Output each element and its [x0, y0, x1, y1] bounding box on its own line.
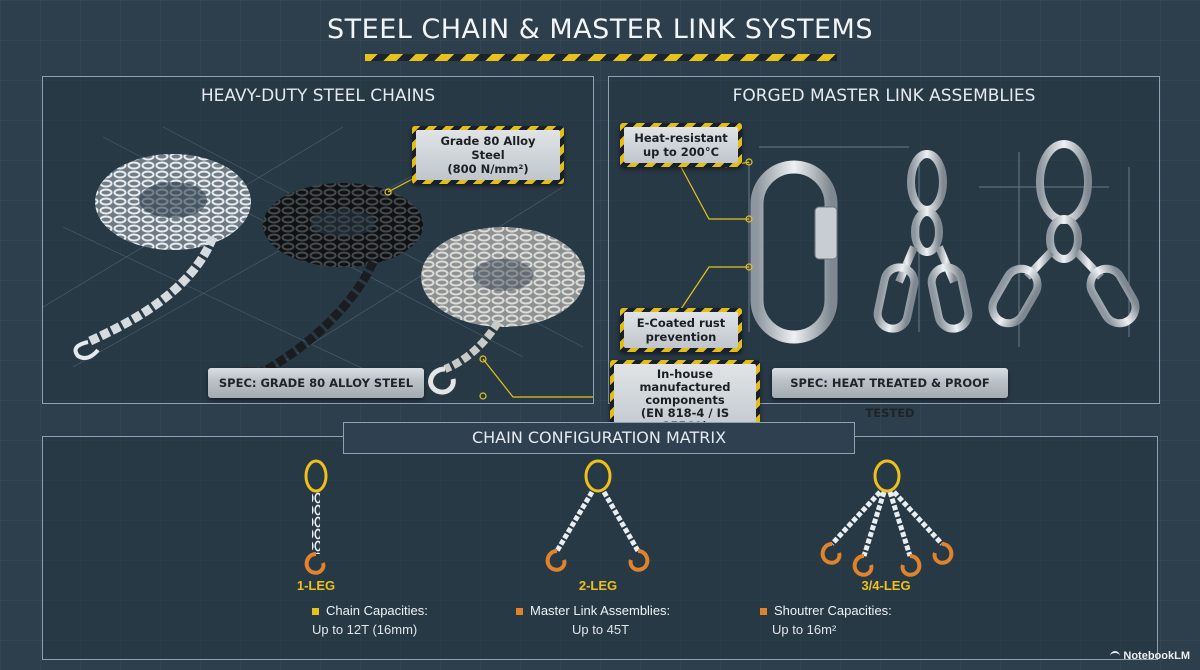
configuration-matrix-panel	[42, 436, 1158, 660]
galvanized-chain	[421, 227, 585, 395]
one-leg-hook-icon	[304, 552, 326, 575]
notebooklm-brand: NotebookLM	[1110, 650, 1190, 662]
chain-capacities-label: Chain Capacities:	[326, 603, 428, 618]
shoutrer-capacities-label: Shoutrer Capacities:	[774, 603, 892, 618]
page-title: STEEL CHAIN & MASTER LINK SYSTEMS	[327, 14, 873, 45]
chains-panel-title: HEAVY-DUTY STEEL CHAINS	[200, 86, 436, 106]
chains-illustration	[43, 126, 593, 400]
brand-label: NotebookLM	[1123, 650, 1190, 662]
four-leg-hook-1-icon	[820, 542, 842, 565]
shoutrer-capacities-value: Up to 16m²	[772, 622, 837, 637]
two-leg-hook-left-icon	[545, 549, 567, 572]
multi-leg-master-link-assembly	[988, 140, 1140, 328]
two-leg-label: 2-LEG	[578, 578, 618, 593]
four-leg-sling	[820, 459, 954, 577]
chain-capacities-value: Up to 12T (16mm)	[312, 622, 418, 637]
yellow-bullet-icon	[312, 608, 319, 616]
one-leg-sling	[304, 459, 328, 575]
oblong-master-link	[750, 160, 838, 344]
orange-bullet-icon	[760, 608, 767, 616]
master-link-assemblies-title: Master Link Assemblies:	[516, 603, 670, 618]
chain-capacities-title: Chain Capacities:	[312, 603, 428, 618]
two-leg-sling	[545, 459, 650, 572]
in-house-callout-line1: In-house manufactured	[639, 367, 731, 394]
dimension-lines	[748, 146, 1130, 347]
heat-resistant-callout: Heat-resistant up to 200°C	[620, 123, 742, 167]
configuration-matrix-illustration	[304, 459, 954, 577]
master-links-illustration	[680, 140, 1140, 347]
one-leg-label: 1-LEG	[296, 578, 336, 593]
configuration-matrix-title: CHAIN CONFIGURATION MATRIX	[343, 422, 855, 454]
grade-80-callout-line1: Grade 80 Alloy Steel	[440, 134, 536, 162]
grade-80-callout-line2: (800 N/mm²)	[447, 162, 529, 176]
heat-resistant-callout-line2: up to 200°C	[642, 145, 720, 159]
silver-chain-hook-icon	[73, 340, 100, 360]
e-coated-callout: E-Coated rust prevention	[620, 308, 742, 352]
brand-logo-icon	[1110, 651, 1121, 659]
master-links-spec-plate: SPEC: HEAT TREATED & PROOF TESTED	[772, 368, 1008, 420]
two-leg-hook-right-icon	[628, 549, 650, 572]
grade-80-callout: Grade 80 Alloy Steel (800 N/mm²)	[412, 126, 564, 184]
four-leg-hook-4-icon	[932, 542, 954, 565]
master-link-assemblies-value: Up to 45T	[572, 622, 630, 637]
orange-bullet-icon	[516, 608, 523, 616]
shoutrer-capacities-title: Shoutrer Capacities:	[760, 603, 892, 618]
black-chain	[236, 183, 423, 383]
master-link-assemblies-label: Master Link Assemblies:	[530, 603, 671, 618]
e-coated-callout-line2: prevention	[645, 330, 717, 344]
galvanized-chain-hook-icon	[428, 366, 456, 395]
three-four-leg-label: 3/4-LEG	[861, 578, 911, 593]
four-leg-hook-2-icon	[852, 554, 874, 577]
two-leg-master-link-assembly	[873, 150, 973, 333]
master-links-panel-title: FORGED MASTER LINK ASSEMBLIES	[732, 86, 1036, 106]
chains-spec-plate: SPEC: GRADE 80 ALLOY STEEL	[208, 368, 424, 398]
hazard-stripe-divider	[365, 54, 837, 61]
e-coated-callout-line1: E-Coated rust	[636, 316, 726, 330]
silver-chain	[73, 154, 251, 360]
four-leg-hook-3-icon	[900, 554, 922, 577]
heat-resistant-callout-line1: Heat-resistant	[634, 131, 728, 145]
in-house-callout-line2: components	[645, 393, 725, 407]
